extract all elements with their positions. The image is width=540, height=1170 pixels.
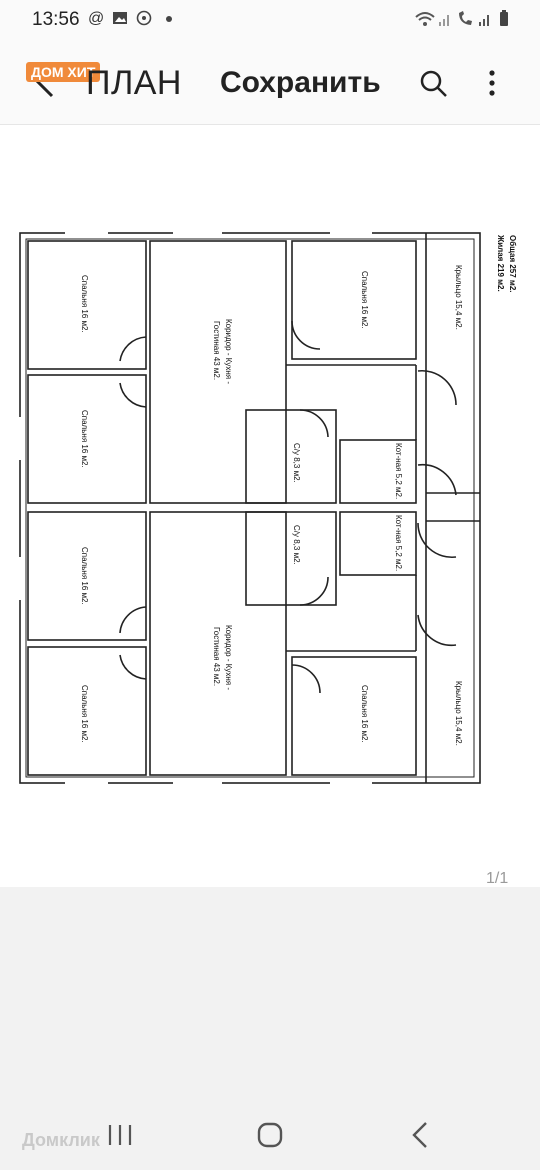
floor-plan: Спальня 16 м2. Спальня 16 м2. Спальня 16… xyxy=(18,231,517,785)
call-icon xyxy=(459,11,472,25)
outer-wall xyxy=(19,232,481,784)
wifi-icon xyxy=(415,12,435,26)
page-indicator: 1/1 xyxy=(486,870,509,887)
page-title: ПЛАН xyxy=(86,64,182,102)
at-icon: @ xyxy=(88,10,105,27)
home-icon[interactable] xyxy=(250,1117,290,1151)
more-options-icon[interactable] xyxy=(482,68,502,98)
status-time: 13:56 xyxy=(32,9,80,30)
recent-apps-icon[interactable] xyxy=(100,1117,140,1151)
room-label: Кот-ная 5,2 м2. xyxy=(394,515,403,571)
save-button[interactable]: Сохранить xyxy=(220,66,381,99)
room-label: Спальня 16 м2. xyxy=(80,410,89,468)
status-bar: 13:56 @ xyxy=(0,0,540,40)
room-label: С/у 8,3 м2. xyxy=(292,443,301,483)
room-label: Спальня 16 м2. xyxy=(80,547,89,605)
dot-icon xyxy=(166,16,172,22)
plan-summary-total: Общая 257 м2. xyxy=(508,235,517,293)
signal-icon xyxy=(439,15,449,26)
room-label: Спальня 16 м2. xyxy=(80,685,89,743)
room-label: Спальня 16 м2. xyxy=(360,685,369,743)
room-label: Спальня 16 м2. xyxy=(80,275,89,333)
watermark: Домклик xyxy=(22,1130,100,1150)
room-label: Коридор - Кухня - xyxy=(224,625,233,690)
room-label: Спальня 16 м2. xyxy=(360,271,369,329)
room-label: Крыльцо 15,4 м2. xyxy=(454,681,463,746)
system-nav-bar xyxy=(0,1099,540,1170)
signal2-icon xyxy=(479,15,489,26)
image-icon xyxy=(113,12,127,24)
room-label: Коридор - Кухня - xyxy=(224,319,233,384)
brand-badge: ДОМ ХИТ xyxy=(26,62,101,82)
app-bar: ДОМ ХИТ ПЛАН Сохранить xyxy=(0,40,540,125)
empty-area xyxy=(0,887,540,1099)
plan-summary-living: Жилая 219 м2. xyxy=(496,234,505,292)
room-label: С/у 8,3 м2. xyxy=(292,525,301,565)
document-view[interactable]: Спальня 16 м2. Спальня 16 м2. Спальня 16… xyxy=(0,125,540,887)
viber-icon xyxy=(136,10,152,26)
room-label: Гостиная 43 м2. xyxy=(212,321,221,380)
search-icon[interactable] xyxy=(418,68,448,98)
battery-icon xyxy=(500,10,508,26)
room-label: Кот-ная 5,2 м2. xyxy=(394,443,403,499)
room-label: Крыльцо 15,4 м2. xyxy=(454,265,463,330)
back-icon[interactable] xyxy=(402,1117,442,1151)
room-label: Гостиная 43 м2. xyxy=(212,627,221,686)
